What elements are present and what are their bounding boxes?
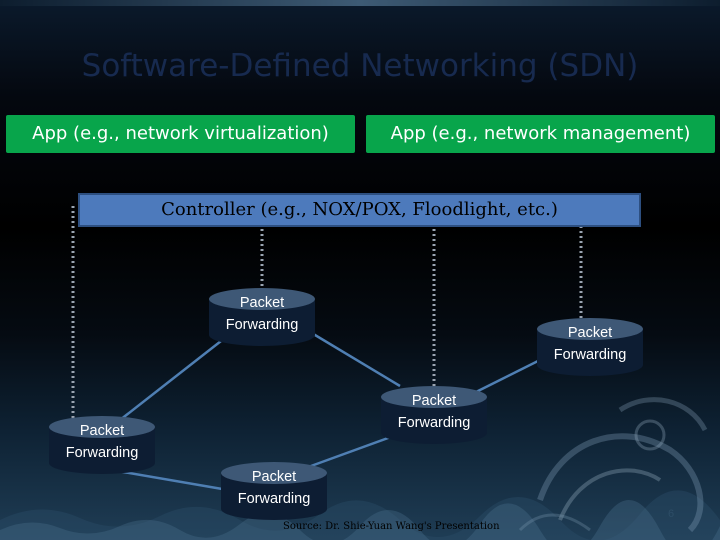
node-label: Packet Forwarding — [553, 325, 627, 363]
app-network-virtualization: App (e.g., network virtualization) — [6, 115, 355, 153]
node-label: Packet Forwarding — [65, 423, 139, 461]
app-network-management: App (e.g., network management) — [366, 115, 715, 153]
node-label: Packet Forwarding — [225, 295, 299, 333]
packet-forwarding-node: Packet Forwarding — [48, 415, 156, 475]
top-edge-bar — [0, 0, 720, 6]
slide-title: Software-Defined Networking (SDN) — [81, 48, 639, 84]
data-link-node1-node4 — [119, 333, 231, 421]
page-number: 6 — [668, 508, 675, 520]
node-label: Packet Forwarding — [237, 469, 311, 507]
data-link-node2-node3 — [469, 354, 549, 397]
data-link-node1-node3 — [299, 324, 401, 388]
packet-forwarding-node: Packet Forwarding — [380, 385, 488, 445]
cylinder-shape — [537, 318, 643, 376]
controller-box: Controller (e.g., NOX/POX, Floodlight, e… — [78, 193, 641, 227]
dragon-decoration — [518, 397, 708, 533]
cylinder-shape — [209, 288, 315, 346]
packet-forwarding-node: Packet Forwarding — [220, 461, 328, 521]
cylinder-shape — [221, 462, 327, 520]
cylinder-shape — [381, 386, 487, 444]
packet-forwarding-node: Packet Forwarding — [536, 317, 644, 377]
wave-pattern-decoration — [0, 490, 720, 540]
node-label: Packet Forwarding — [397, 393, 471, 431]
packet-forwarding-node: Packet Forwarding — [208, 287, 316, 347]
source-caption: Source: Dr. Shie-Yuan Wang's Presentatio… — [283, 521, 500, 532]
cylinder-shape — [49, 416, 155, 474]
